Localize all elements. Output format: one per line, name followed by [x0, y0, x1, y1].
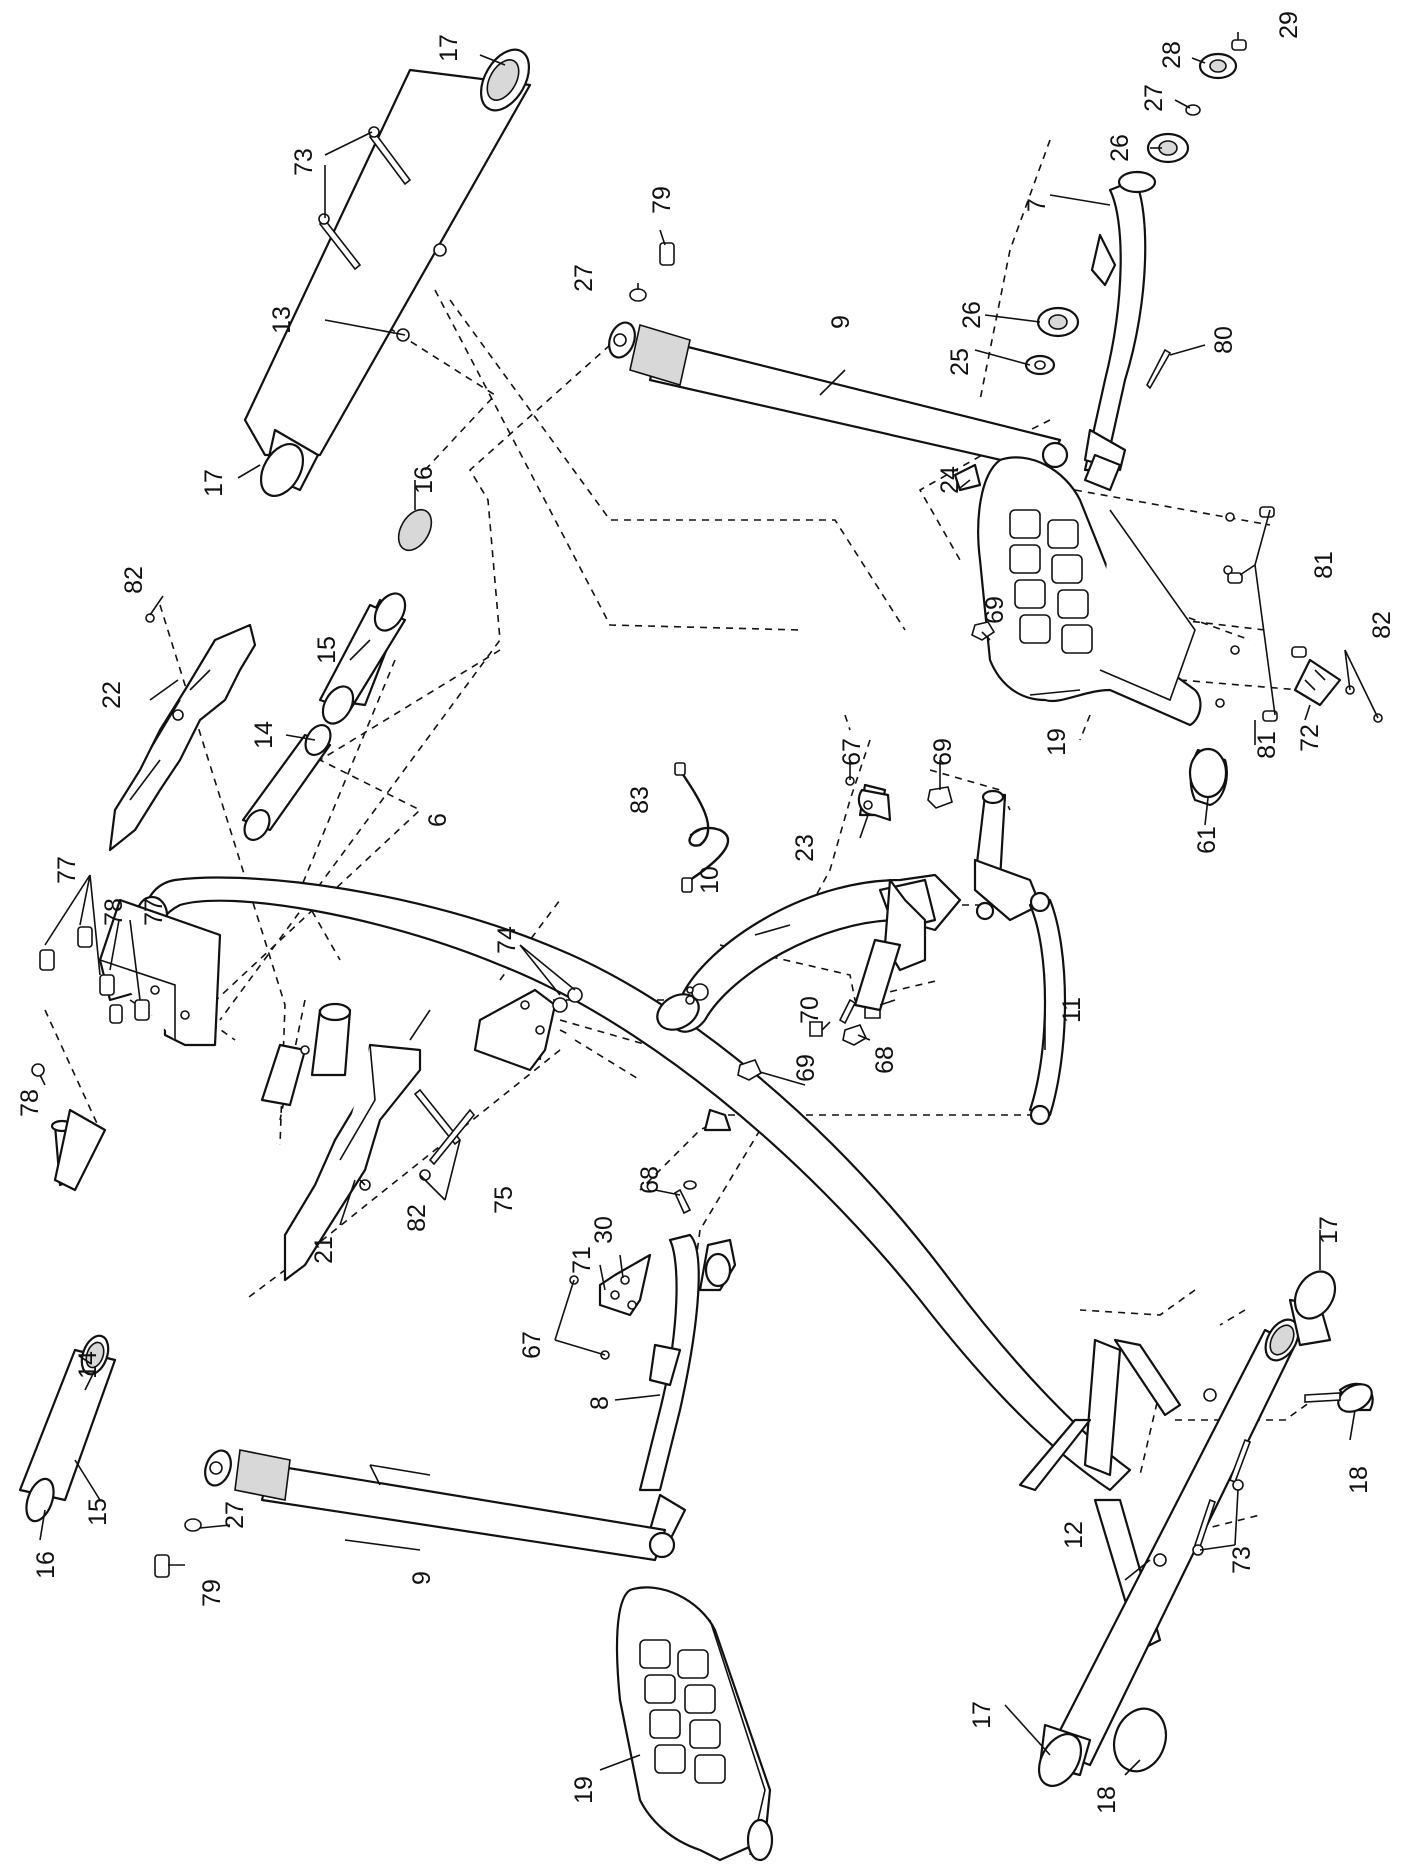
callout-label: 19: [1043, 728, 1071, 756]
part-19-left-pedal: [615, 1586, 774, 1862]
callout-label: 69: [792, 1054, 820, 1082]
callout-label: 27: [1140, 84, 1168, 112]
center-hardware: [673, 776, 953, 1215]
part-19-right-pedal: [977, 456, 1240, 727]
callout-label: 74: [493, 926, 521, 954]
parts-14-15-16-upper-seat-tubes: [241, 508, 433, 842]
parts-14-15-16-lower-tubes: [18, 1334, 117, 1523]
callout-label: 79: [648, 186, 676, 214]
callout-label: 9: [408, 1571, 436, 1585]
callout-label: 26: [958, 301, 986, 329]
part-18-levelers: [1112, 1382, 1374, 1773]
callout-label: 18: [1345, 1466, 1373, 1494]
part-83-cable: [674, 762, 730, 893]
callout-numbers: 6 7 8 9 9 10 11 12 13 14 14 15 15 16 16 …: [16, 11, 1396, 1814]
callout-label: 71: [568, 1246, 596, 1274]
part-73-bolts-bottom: [1192, 1438, 1252, 1556]
part-21-lower-shroud: [283, 1043, 422, 1282]
part-12-rear-stabilizer: [1037, 1270, 1337, 1787]
callout-label: 13: [268, 306, 296, 334]
callout-label: 29: [1275, 11, 1303, 39]
callout-label: 8: [586, 1396, 614, 1410]
callout-label: 81: [1310, 551, 1338, 579]
callout-label: 10: [696, 866, 724, 894]
callout-label: 28: [1158, 41, 1186, 69]
part-23-guard: [857, 783, 892, 822]
callout-label: 27: [570, 264, 598, 292]
callout-label: 27: [221, 1501, 249, 1529]
callout-label: 77: [140, 898, 168, 926]
parts-61-69-72-81-82-right: [971, 506, 1383, 807]
part-75-bolts: [413, 1088, 476, 1181]
callout-leader-lines: [39, 32, 1379, 1776]
callout-label: 17: [435, 34, 463, 62]
callout-label: 81: [1253, 731, 1281, 759]
part-77-78-bolts: [31, 926, 150, 1077]
part-9-left-arm: [154, 1449, 676, 1578]
callout-label: 82: [403, 1204, 431, 1232]
callout-label: 68: [871, 1046, 899, 1074]
callout-label: 82: [1368, 611, 1396, 639]
part-68-axle: [838, 938, 902, 1025]
callout-label: 9: [827, 315, 855, 329]
callout-label: 70: [796, 996, 824, 1024]
callout-label: 73: [290, 148, 318, 176]
part-74-mount-plate: [473, 987, 583, 1072]
callout-label: 14: [250, 721, 278, 749]
callout-label: 16: [32, 1551, 60, 1579]
callout-label: 24: [936, 466, 964, 494]
part-10-center-arm: [656, 789, 1042, 1033]
part-11-link: [703, 891, 1067, 1132]
callout-label: 18: [1093, 1786, 1121, 1814]
callout-label: 30: [590, 1216, 618, 1244]
callout-label: 67: [518, 1331, 546, 1359]
callout-label: 17: [200, 469, 228, 497]
callout-label: 19: [570, 1776, 598, 1804]
part-9-right-arm: [608, 321, 1069, 472]
part-73-bolts-top: [318, 126, 412, 271]
callout-label: 78: [100, 898, 128, 926]
parts-30-71-bracket: [569, 1253, 652, 1360]
callout-label: 77: [53, 856, 81, 884]
callout-label: 83: [626, 786, 654, 814]
callout-label: 17: [1315, 1216, 1343, 1244]
part-13-front-stabilizer: [243, 48, 532, 497]
callout-label: 7: [1023, 198, 1051, 212]
callout-label: 16: [410, 466, 438, 494]
callout-label: 61: [1193, 826, 1221, 854]
callout-label: 6: [424, 813, 452, 827]
callout-label: 21: [310, 1236, 338, 1264]
callout-label: 69: [929, 738, 957, 766]
callout-label: 26: [1106, 134, 1134, 162]
callout-label: 80: [1210, 326, 1238, 354]
callout-label: 23: [791, 834, 819, 862]
callout-label: 22: [98, 681, 126, 709]
callout-label: 17: [968, 1701, 996, 1729]
callout-label: 82: [120, 566, 148, 594]
callout-label: 12: [1060, 1521, 1088, 1549]
callout-label: 69: [981, 596, 1009, 624]
callout-label: 78: [16, 1089, 44, 1117]
callout-label: 75: [490, 1186, 518, 1214]
parts-27-79-top: [629, 242, 675, 302]
callout-label: 25: [946, 348, 974, 376]
callout-label: 67: [838, 738, 866, 766]
callout-label: 72: [1296, 724, 1324, 752]
callout-label: 68: [636, 1166, 664, 1194]
part-7-right-rear-arm: [1083, 170, 1157, 492]
part-8-left-rear-arm: [638, 1233, 737, 1542]
callout-label: 73: [1228, 1546, 1256, 1574]
part-22-upper-shroud: [108, 613, 257, 852]
callout-label: 15: [313, 636, 341, 664]
callout-label: 11: [1058, 997, 1086, 1023]
callout-label: 14: [74, 1351, 102, 1379]
parts-25-29-hub: [953, 39, 1247, 492]
callout-label: 15: [84, 1498, 112, 1526]
callout-label: 79: [198, 1579, 226, 1607]
